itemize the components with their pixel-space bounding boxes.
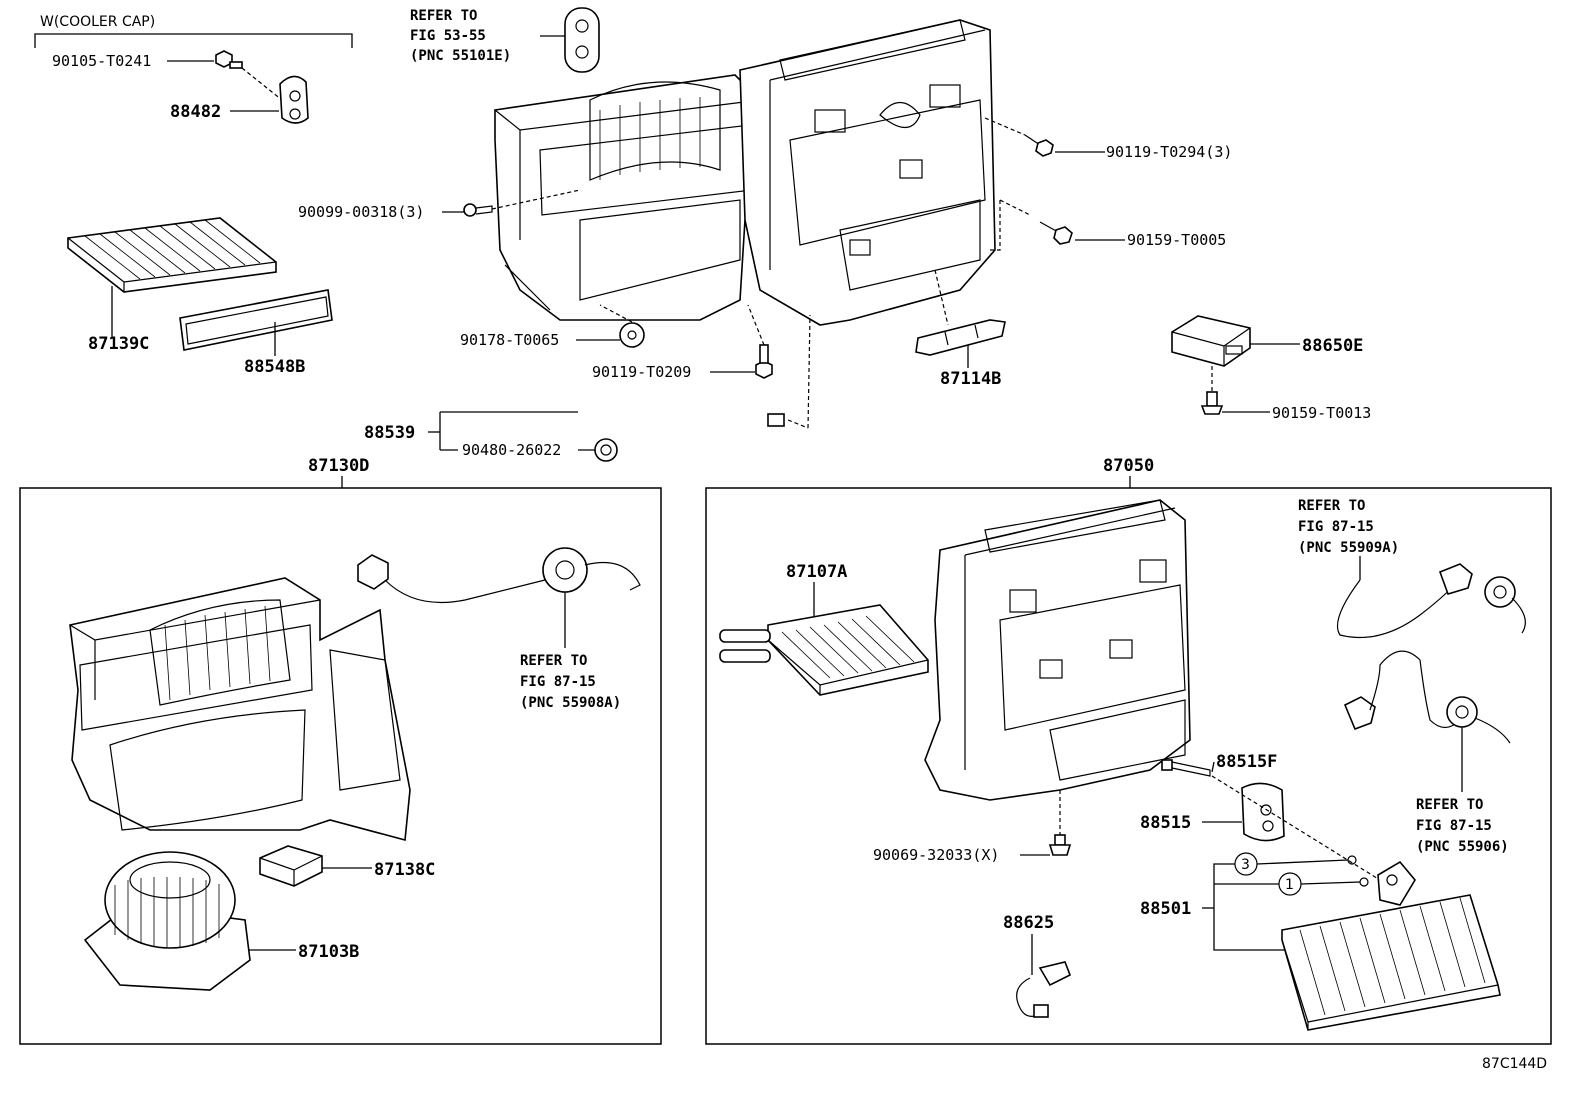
refer-55909A-line1: REFER TO bbox=[1298, 498, 1365, 514]
label-87107A: 87107A bbox=[786, 562, 847, 582]
amplifier-88650E-icon bbox=[1171, 315, 1251, 367]
refer-fig-53-55: REFER TO FIG 53-55 (PNC 55101E) bbox=[410, 7, 600, 73]
label-90099-00318: 90099-00318(3) bbox=[298, 203, 424, 221]
bolt-icon bbox=[215, 50, 243, 69]
label-90159-T0005: 90159-T0005 bbox=[1127, 231, 1226, 249]
cooler-cap-note: W(COOLER CAP) bbox=[40, 14, 155, 30]
callout-3-text: 3 bbox=[1241, 857, 1250, 873]
cooler-cap-group: W(COOLER CAP) 90105-T0241 88482 bbox=[34, 14, 353, 124]
refer-55906-line1: REFER TO bbox=[1416, 797, 1483, 813]
refer-53-55-line2: FIG 53-55 bbox=[410, 28, 486, 44]
filter-cover-icon bbox=[179, 289, 333, 351]
label-88515: 88515 bbox=[1140, 813, 1191, 833]
refer-53-55-line3: (PNC 55101E) bbox=[410, 48, 511, 64]
thermistor-icon bbox=[1016, 961, 1072, 1018]
label-88650E: 88650E bbox=[1302, 336, 1363, 356]
refer-55908A-line2: FIG 87-15 bbox=[520, 674, 596, 690]
evaporator-sub-assembly-box bbox=[705, 487, 1552, 1045]
screw-90119-T0294-icon bbox=[1024, 134, 1054, 157]
evaporator-case-icon bbox=[924, 499, 1191, 801]
blower-motor-icon bbox=[83, 851, 251, 991]
drain-hose-icon bbox=[577, 393, 785, 427]
screw-90159-T0005-icon bbox=[1039, 221, 1073, 245]
label-90119-T0294: 90119-T0294(3) bbox=[1106, 143, 1232, 161]
label-88482: 88482 bbox=[170, 102, 221, 122]
wire-harness-a-icon bbox=[357, 547, 641, 603]
screw-90069-icon bbox=[1048, 834, 1072, 856]
blower-sub-assembly-box bbox=[19, 487, 662, 1045]
blower-case-icon bbox=[69, 577, 411, 842]
label-87138C: 87138C bbox=[374, 860, 435, 880]
label-90178-T0065: 90178-T0065 bbox=[460, 331, 559, 349]
screw-90099-icon bbox=[463, 203, 493, 217]
label-90159-T0013: 90159-T0013 bbox=[1272, 404, 1371, 422]
label-90069-32033: 90069-32033(X) bbox=[873, 846, 999, 864]
refer-55909A-line2: FIG 87-15 bbox=[1298, 519, 1374, 535]
label-90105-T0241: 90105-T0241 bbox=[52, 52, 151, 70]
label-87139C: 87139C bbox=[88, 334, 149, 354]
expansion-valve-icon bbox=[1241, 782, 1285, 842]
label-88625: 88625 bbox=[1003, 913, 1054, 933]
callout-3: 3 bbox=[1234, 852, 1258, 876]
label-90119-T0209: 90119-T0209 bbox=[592, 363, 691, 381]
wire-harness-b-icon bbox=[1336, 563, 1526, 639]
label-87130D: 87130D bbox=[308, 456, 369, 476]
figure-code: 87C144D bbox=[1482, 1056, 1547, 1072]
bolt-90119-T0209-icon bbox=[755, 344, 773, 379]
heater-core-icon bbox=[719, 604, 929, 696]
refer-55908A-line3: (PNC 55908A) bbox=[520, 695, 621, 711]
refer-53-55-line1: REFER TO bbox=[410, 8, 477, 24]
callout-1: 1 bbox=[1278, 872, 1302, 896]
screw-90159-T0013-icon bbox=[1200, 391, 1224, 415]
label-90480-26022: 90480-26022 bbox=[462, 441, 561, 459]
callout-1-text: 1 bbox=[1285, 877, 1294, 893]
label-88515F: 88515F bbox=[1216, 752, 1277, 772]
label-88539: 88539 bbox=[364, 423, 415, 443]
bracket-87114B-icon bbox=[915, 319, 1006, 356]
refer-55908A-line1: REFER TO bbox=[520, 653, 587, 669]
air-filter-icon bbox=[67, 217, 277, 293]
evaporator-core-icon bbox=[1281, 860, 1501, 1031]
label-87050: 87050 bbox=[1103, 456, 1154, 476]
label-88548B: 88548B bbox=[244, 357, 305, 377]
label-87103B: 87103B bbox=[298, 942, 359, 962]
grommet-90480-icon bbox=[594, 438, 618, 462]
hvac-unit-assembly-icon bbox=[494, 19, 996, 326]
bolt-88515F-icon bbox=[1161, 759, 1211, 777]
refer-55906-line2: FIG 87-15 bbox=[1416, 818, 1492, 834]
label-88501: 88501 bbox=[1140, 899, 1191, 919]
clip-90178-icon bbox=[619, 322, 645, 348]
refer-55909A-line3: (PNC 55909A) bbox=[1298, 540, 1399, 556]
refer-55906-line3: (PNC 55906) bbox=[1416, 839, 1509, 855]
wire-harness-c-icon bbox=[1343, 650, 1511, 744]
cooler-cap-icon bbox=[279, 75, 309, 124]
grommet-icon bbox=[564, 7, 600, 73]
label-87114B: 87114B bbox=[940, 369, 1001, 389]
resistor-87138C-icon bbox=[259, 845, 323, 887]
